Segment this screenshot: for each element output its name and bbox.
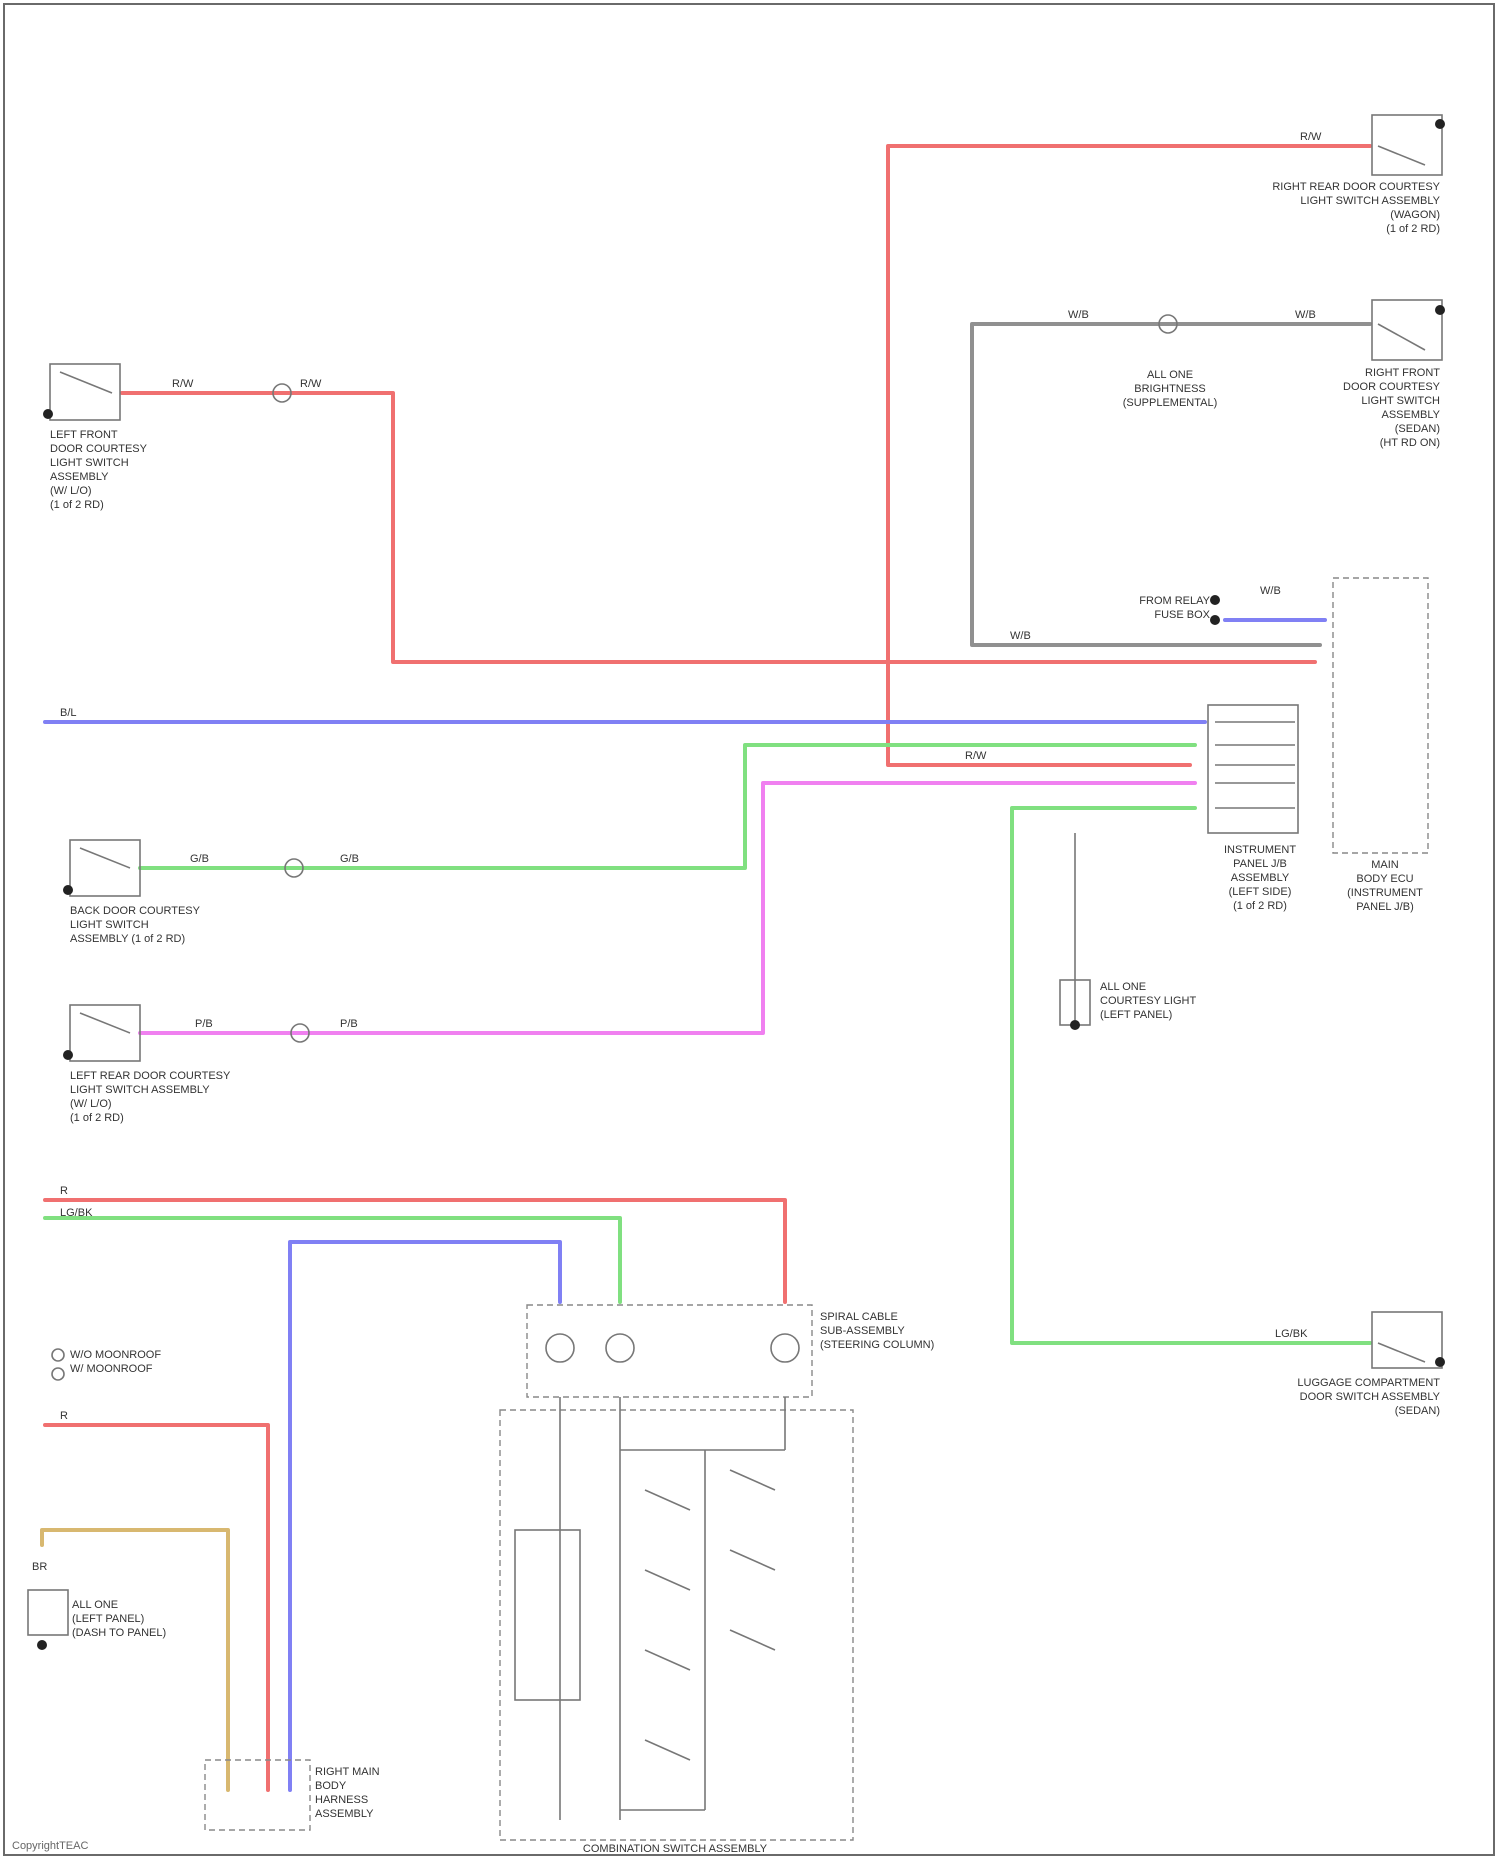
wire-label-red-left-1: R/W [172,378,194,390]
wire-label-red-top: R/W [1300,131,1322,143]
label-combo-switch: COMBINATION SWITCH ASSEMBLY [540,1842,810,1856]
copyright-footer: CopyrightTEAC [12,1840,88,1852]
label-spiral-cable: SPIRAL CABLE SUB-ASSEMBLY (STEERING COLU… [820,1310,970,1352]
wire-label-tan: BR [32,1561,47,1573]
wire-label-pink-1: P/B [195,1018,213,1030]
switch-rear-door [63,840,140,896]
label-trunk-switch: LUGGAGE COMPARTMENT DOOR SWITCH ASSEMBLY… [1250,1376,1440,1418]
wire-green-lower-bus [45,1218,620,1302]
switch-right-front-door [1372,300,1445,360]
wire-label-gray-1: W/B [1068,309,1089,321]
label-left-rear-door-switch: LEFT REAR DOOR COURTESY LIGHT SWITCH ASS… [70,1069,270,1125]
wire-tan-loop [42,1530,228,1790]
label-right-front-door-switch: RIGHT FRONT DOOR COURTESY LIGHT SWITCH A… [1280,366,1440,450]
wire-label-green-trunk: LG/BK [1275,1328,1308,1340]
wire-label-red-left-2: R/W [300,378,322,390]
wire-blue-lower [290,1242,560,1790]
wire-label-gray-2: W/B [1295,309,1316,321]
label-courtesy-light-ground: ALL ONE COURTESY LIGHT (LEFT PANEL) [1100,980,1250,1022]
label-engine-room-ground: ALL ONE (LEFT PANEL) (DASH TO PANEL) [72,1598,222,1640]
wire-label-blue-main: B/L [60,707,77,719]
combo-switch-outline [500,1410,853,1840]
switch-rr-door [1372,115,1445,175]
label-rr-door-switch: RIGHT REAR DOOR COURTESY LIGHT SWITCH AS… [1225,180,1440,236]
label-main-body-ecu: MAIN BODY ECU (INSTRUMENT PANEL J/B) [1330,858,1440,914]
wire-pink-left-rear [140,783,1195,1033]
ground-assembly-outline [205,1760,310,1830]
wire-red-top-right [888,146,1370,765]
switch-left-front-door [43,364,120,420]
label-instrument-panel-jb: INSTRUMENT PANEL J/B ASSEMBLY (LEFT SIDE… [1195,843,1325,913]
wire-label-red-lower: R [60,1185,68,1197]
wire-label-pink-2: P/B [340,1018,358,1030]
switch-left-rear-door [63,1005,140,1061]
label-left-front-door-switch: LEFT FRONT DOOR COURTESY LIGHT SWITCH AS… [50,428,220,512]
wire-label-green-1: G/B [190,853,209,865]
wire-label-ecu-gray: W/B [1010,630,1031,642]
ecu-outline [1333,578,1428,853]
label-diode-right: ALL ONE BRIGHTNESS (SUPPLEMENTAL) [1090,368,1250,410]
wire-red-lower-bus [45,1200,785,1302]
junction-block-pins [1208,705,1298,833]
wire-label-green-2: G/B [340,853,359,865]
wire-label-ecu-top: W/B [1260,585,1281,597]
wire-label-ecu-red: R/W [965,750,987,762]
label-ground-assembly: RIGHT MAIN BODY HARNESS ASSEMBLY [315,1765,445,1821]
wire-label-ltgreen-lower: LG/BK [60,1207,93,1219]
wire-label-red-bottom: R [60,1410,68,1422]
label-ecu-ref: FROM RELAY FUSE BOX [1080,594,1210,622]
spiral-cable-box [527,1305,812,1397]
label-passenger-lamp: W/O MOONROOF W/ MOONROOF [70,1348,230,1376]
switch-trunk [1372,1312,1445,1368]
label-rear-door-switch: BACK DOOR COURTESY LIGHT SWITCH ASSEMBLY… [70,904,250,946]
